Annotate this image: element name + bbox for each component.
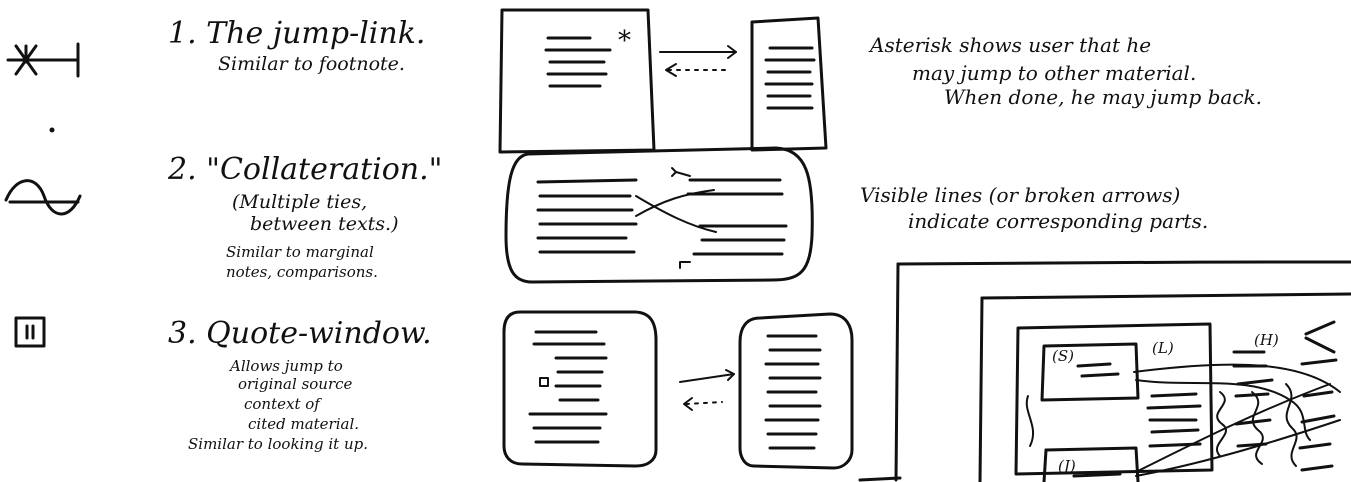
item-3-title: Quote-window. bbox=[206, 316, 432, 351]
item-2-desc-line: between texts.) bbox=[250, 213, 399, 235]
item-3-desc-line: cited material. bbox=[248, 415, 360, 433]
item-1-title: The jump-link. bbox=[206, 16, 426, 51]
jump-link-symbol-icon bbox=[6, 42, 80, 78]
quote-window-symbol-icon bbox=[14, 316, 46, 348]
item-2-title: "Collateration." bbox=[206, 152, 443, 187]
screen-label-h: (H) bbox=[1254, 331, 1279, 349]
screen-label-s: (S) bbox=[1052, 347, 1074, 365]
item-3-desc-line: context of bbox=[244, 395, 320, 413]
item-3-desc-line: original source bbox=[238, 375, 353, 393]
screen-label-j: (J) bbox=[1058, 457, 1076, 475]
item-1-note-line: may jump to other material. bbox=[912, 61, 1197, 85]
item-3-number: 3. bbox=[168, 316, 197, 351]
item-2-note-line: Visible lines (or broken arrows) bbox=[860, 183, 1181, 207]
collateration-wave-symbol-icon bbox=[4, 179, 82, 216]
item-2-number: 2. bbox=[168, 152, 197, 187]
item-1-note-line: Asterisk shows user that he bbox=[870, 33, 1152, 57]
item-1-note-line: When done, he may jump back. bbox=[944, 85, 1263, 109]
item-2-heading: 2. "Collateration." bbox=[168, 154, 442, 186]
item-1-heading: 1. The jump-link. bbox=[168, 18, 425, 50]
item-2-note-line: indicate corresponding parts. bbox=[908, 209, 1209, 233]
collateration-diagram bbox=[504, 146, 814, 284]
jump-link-diagram bbox=[498, 8, 828, 154]
item-1-desc-line: Similar to footnote. bbox=[218, 53, 405, 75]
item-2-desc-line: (Multiple ties, bbox=[232, 191, 368, 213]
item-3-desc-line: Similar to looking it up. bbox=[188, 435, 368, 453]
screen-sketch bbox=[858, 260, 1351, 482]
item-3-desc-line: Allows jump to bbox=[230, 357, 343, 375]
item-2-desc-line: notes, comparisons. bbox=[226, 263, 378, 281]
item-2-desc-line: Similar to marginal bbox=[226, 243, 374, 261]
item-3-heading: 3. Quote-window. bbox=[168, 318, 432, 350]
asterisk-mark: * bbox=[618, 26, 631, 56]
quote-window-diagram bbox=[502, 310, 854, 470]
item-1-number: 1. bbox=[168, 16, 197, 51]
screen-label-l: (L) bbox=[1152, 339, 1174, 357]
